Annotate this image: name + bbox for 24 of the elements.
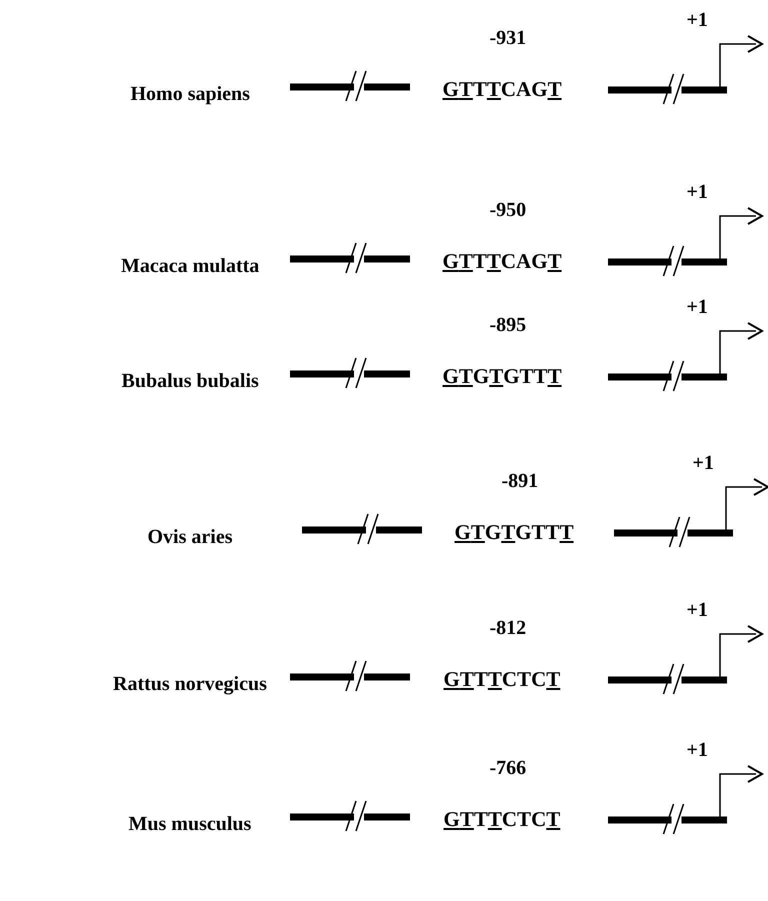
species-name: Bubalus bubalis [122, 370, 259, 392]
position-label: +1 [686, 739, 708, 761]
sequence-text: GTTTCAGT [442, 78, 562, 100]
species-name: Rattus norvegicus [113, 673, 267, 695]
position-label: +1 [692, 452, 714, 474]
sequence-text: GTTTCTCT [444, 668, 560, 690]
position-label: -931 [490, 27, 526, 49]
sequence-text: GTTTCAGT [442, 250, 562, 272]
position-label: -812 [490, 617, 526, 639]
sequence-text: GTGTGTTT [442, 365, 562, 387]
sequence-text: GTTTCTCT [444, 808, 560, 830]
position-label: -895 [490, 314, 526, 336]
position-label: -950 [490, 199, 526, 221]
position-label: +1 [686, 9, 708, 31]
sequence-text: GTGTGTTT [454, 521, 574, 543]
species-name: Macaca mulatta [121, 255, 260, 277]
position-label: -891 [502, 470, 538, 492]
species-name: Ovis aries [148, 526, 232, 548]
position-label: +1 [686, 296, 708, 318]
position-label: +1 [686, 181, 708, 203]
position-label: +1 [686, 599, 708, 621]
position-label: -766 [490, 757, 526, 779]
species-name: Mus musculus [128, 813, 252, 835]
species-name: Homo sapiens [130, 83, 250, 105]
